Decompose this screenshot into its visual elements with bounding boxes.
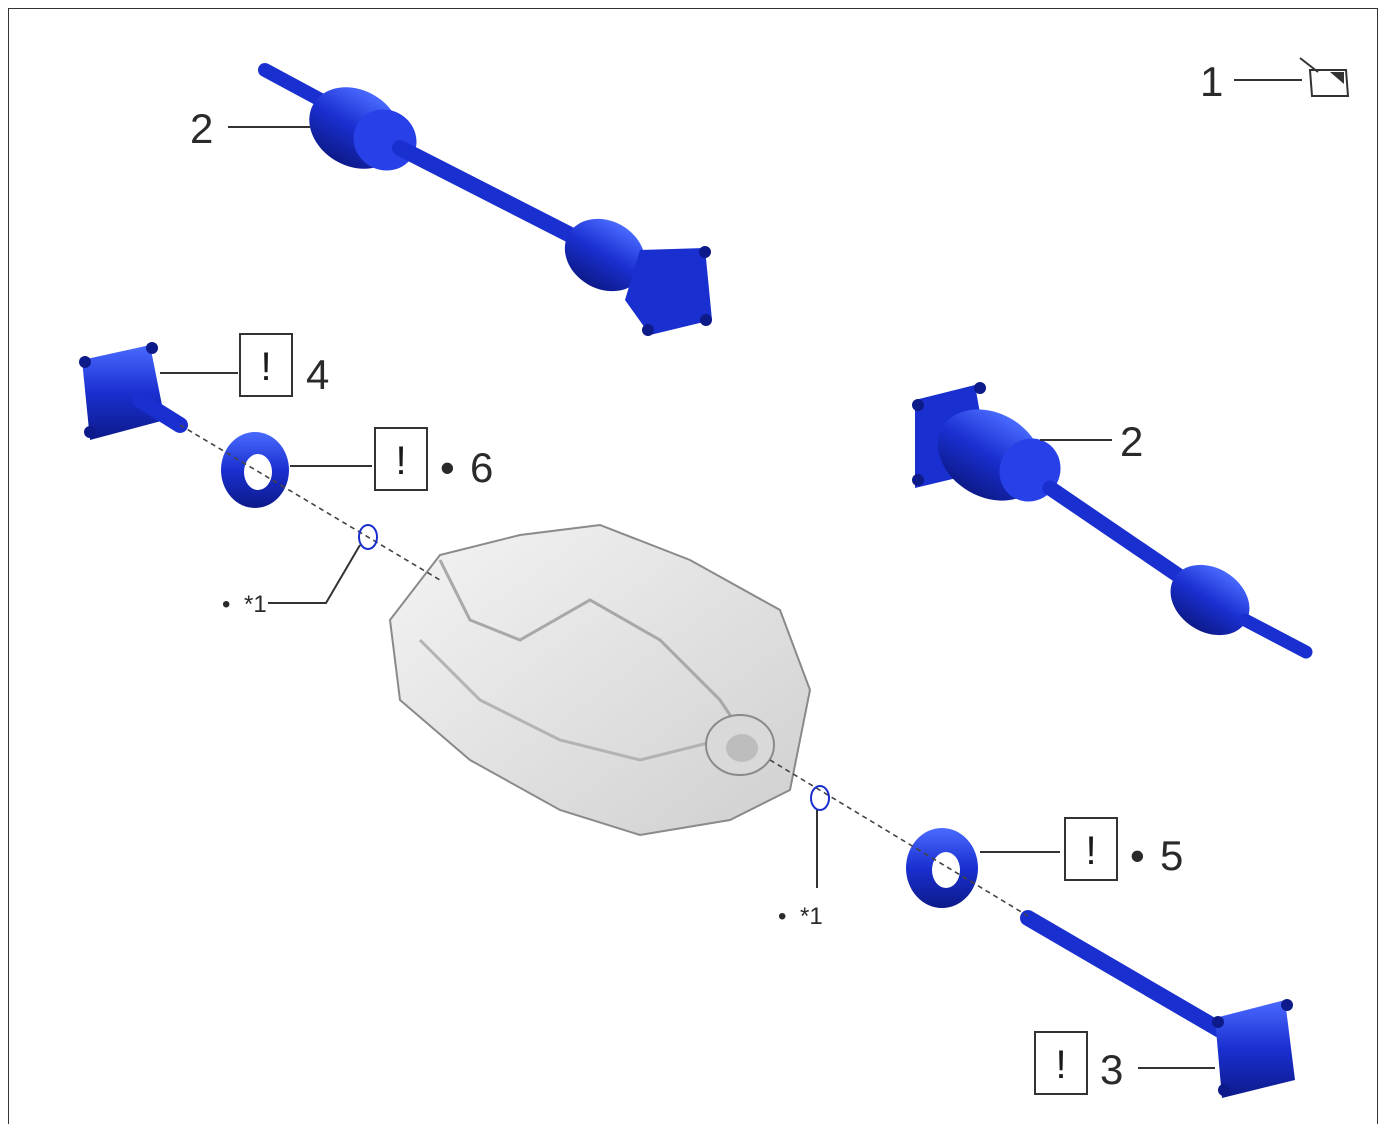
svg-text:!: ! bbox=[395, 439, 406, 483]
callout-1: 1 bbox=[1200, 58, 1223, 105]
note-left: *1 bbox=[244, 591, 267, 618]
callout-6: 6 bbox=[470, 444, 493, 491]
bullet-5: • bbox=[1130, 832, 1145, 879]
bullet-note-left: • bbox=[222, 591, 230, 618]
caution-box-icon-4: ! bbox=[239, 333, 293, 397]
bullet-note-bottom: • bbox=[778, 903, 786, 930]
callout-3: 3 bbox=[1100, 1046, 1123, 1093]
o-ring-left bbox=[358, 524, 378, 550]
assembly-axis-right bbox=[769, 759, 1029, 917]
bullet-6: • bbox=[440, 444, 455, 491]
precoated-part-icon bbox=[1299, 57, 1350, 97]
transaxle-housing bbox=[388, 523, 812, 837]
drive-shaft-right bbox=[912, 382, 1313, 659]
oil-seal-5 bbox=[906, 828, 978, 908]
svg-text:!: ! bbox=[1085, 829, 1096, 873]
drive-shaft-top bbox=[258, 63, 712, 336]
caution-box-icon-6: ! bbox=[374, 427, 428, 491]
o-ring-right bbox=[810, 785, 830, 811]
callout-4: 4 bbox=[306, 351, 329, 398]
flange-shaft-right bbox=[1020, 910, 1295, 1098]
diagram-frame bbox=[8, 8, 1378, 1124]
callout-2-right: 2 bbox=[1120, 418, 1143, 465]
flange-shaft-left bbox=[79, 342, 188, 440]
svg-text:!: ! bbox=[260, 345, 271, 389]
callout-2-top: 2 bbox=[190, 105, 213, 152]
assembly-axis-left bbox=[179, 424, 441, 581]
caution-box-icon-5: ! bbox=[1064, 817, 1118, 881]
caution-box-icon-3: ! bbox=[1034, 1031, 1088, 1095]
note-bottom: *1 bbox=[800, 903, 823, 930]
oil-seal-6 bbox=[221, 432, 289, 508]
svg-text:!: ! bbox=[1055, 1043, 1066, 1087]
callout-5: 5 bbox=[1160, 832, 1183, 879]
